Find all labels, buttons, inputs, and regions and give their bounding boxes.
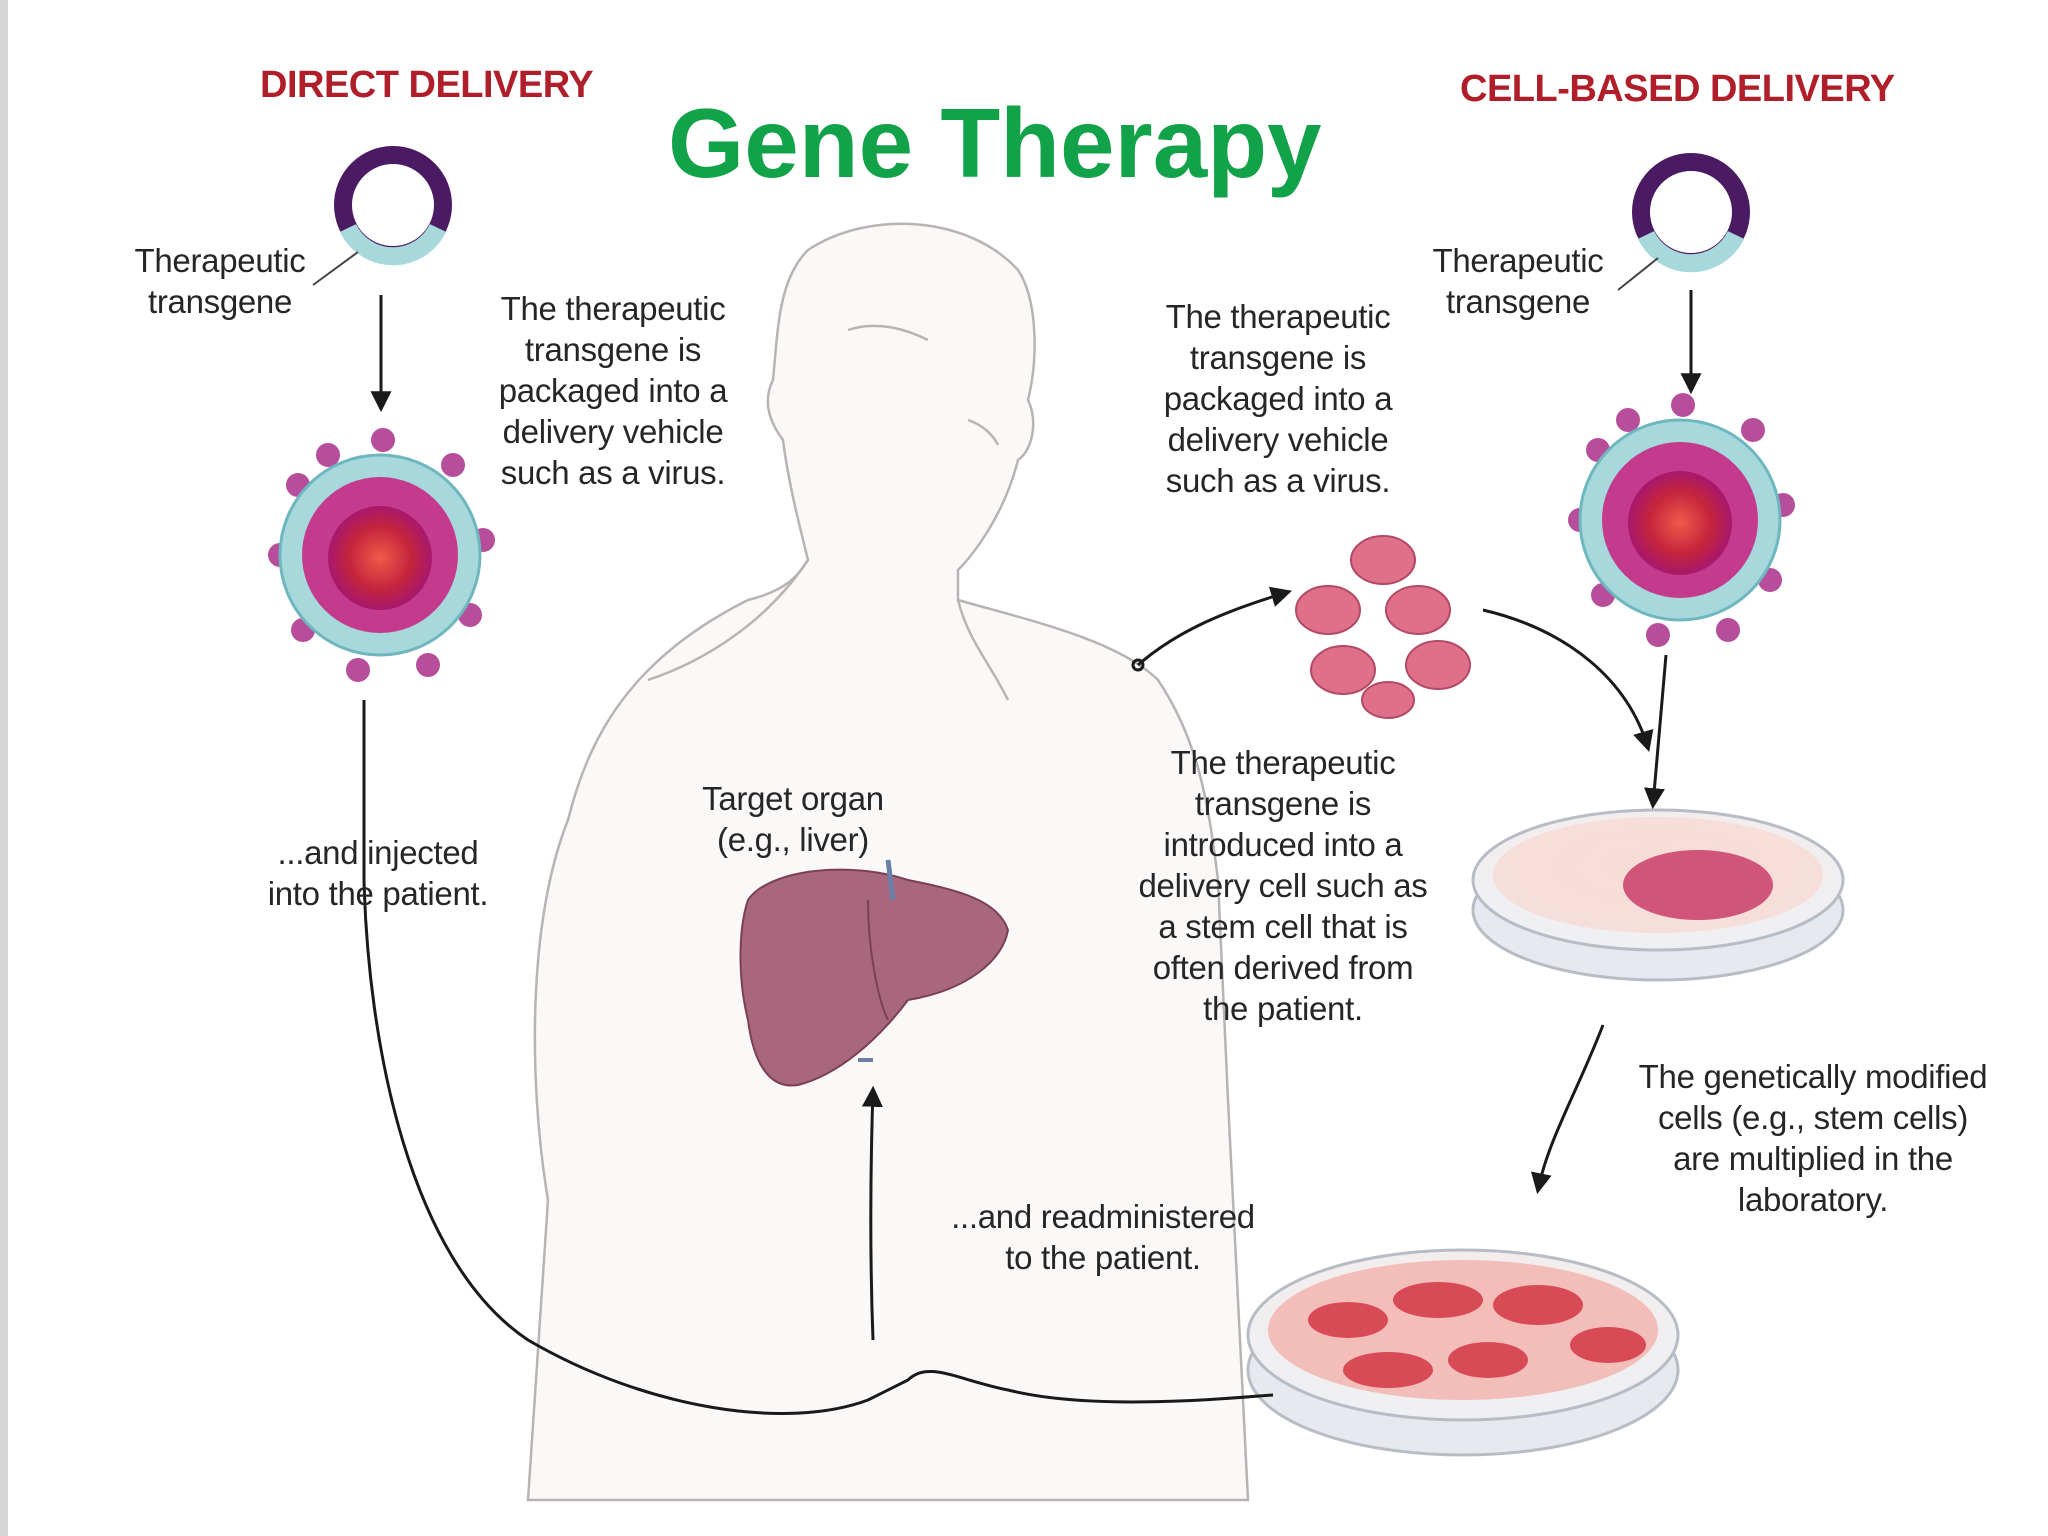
plasmid-icon bbox=[312, 146, 452, 286]
label-packaged-right: The therapeutic transgene is packaged in… bbox=[1163, 298, 1393, 499]
label-injected: ...and injected into the patient. bbox=[267, 834, 489, 912]
diagram-artwork bbox=[268, 146, 1845, 1502]
label-target-organ: Target organ (e.g., liver) bbox=[702, 780, 884, 858]
virus-icon bbox=[1568, 393, 1795, 647]
label-therapeutic-transgene-right: Therapeutic transgene bbox=[1432, 242, 1604, 320]
stem-cells-icon bbox=[1295, 535, 1471, 719]
petri-dish-icon bbox=[1471, 808, 1845, 982]
plasmid-icon bbox=[1617, 153, 1750, 291]
virus-icon bbox=[268, 428, 495, 682]
label-multiplied: The genetically modified cells (e.g., st… bbox=[1638, 1058, 1988, 1218]
header-cell-based-delivery: CELL-BASED DELIVERY bbox=[1460, 68, 1895, 110]
label-therapeutic-transgene-left: Therapeutic transgene bbox=[134, 242, 306, 320]
liver-icon bbox=[739, 859, 1010, 1087]
label-readministered: ...and readministered to the patient. bbox=[951, 1198, 1255, 1276]
petri-dish-icon bbox=[1246, 1248, 1680, 1457]
header-direct-delivery: DIRECT DELIVERY bbox=[260, 64, 594, 106]
page-title: Gene Therapy bbox=[668, 88, 1322, 198]
label-packaged-left: The therapeutic transgene is packaged in… bbox=[498, 290, 728, 491]
label-introduced: The therapeutic transgene is introduced … bbox=[1138, 744, 1428, 1027]
